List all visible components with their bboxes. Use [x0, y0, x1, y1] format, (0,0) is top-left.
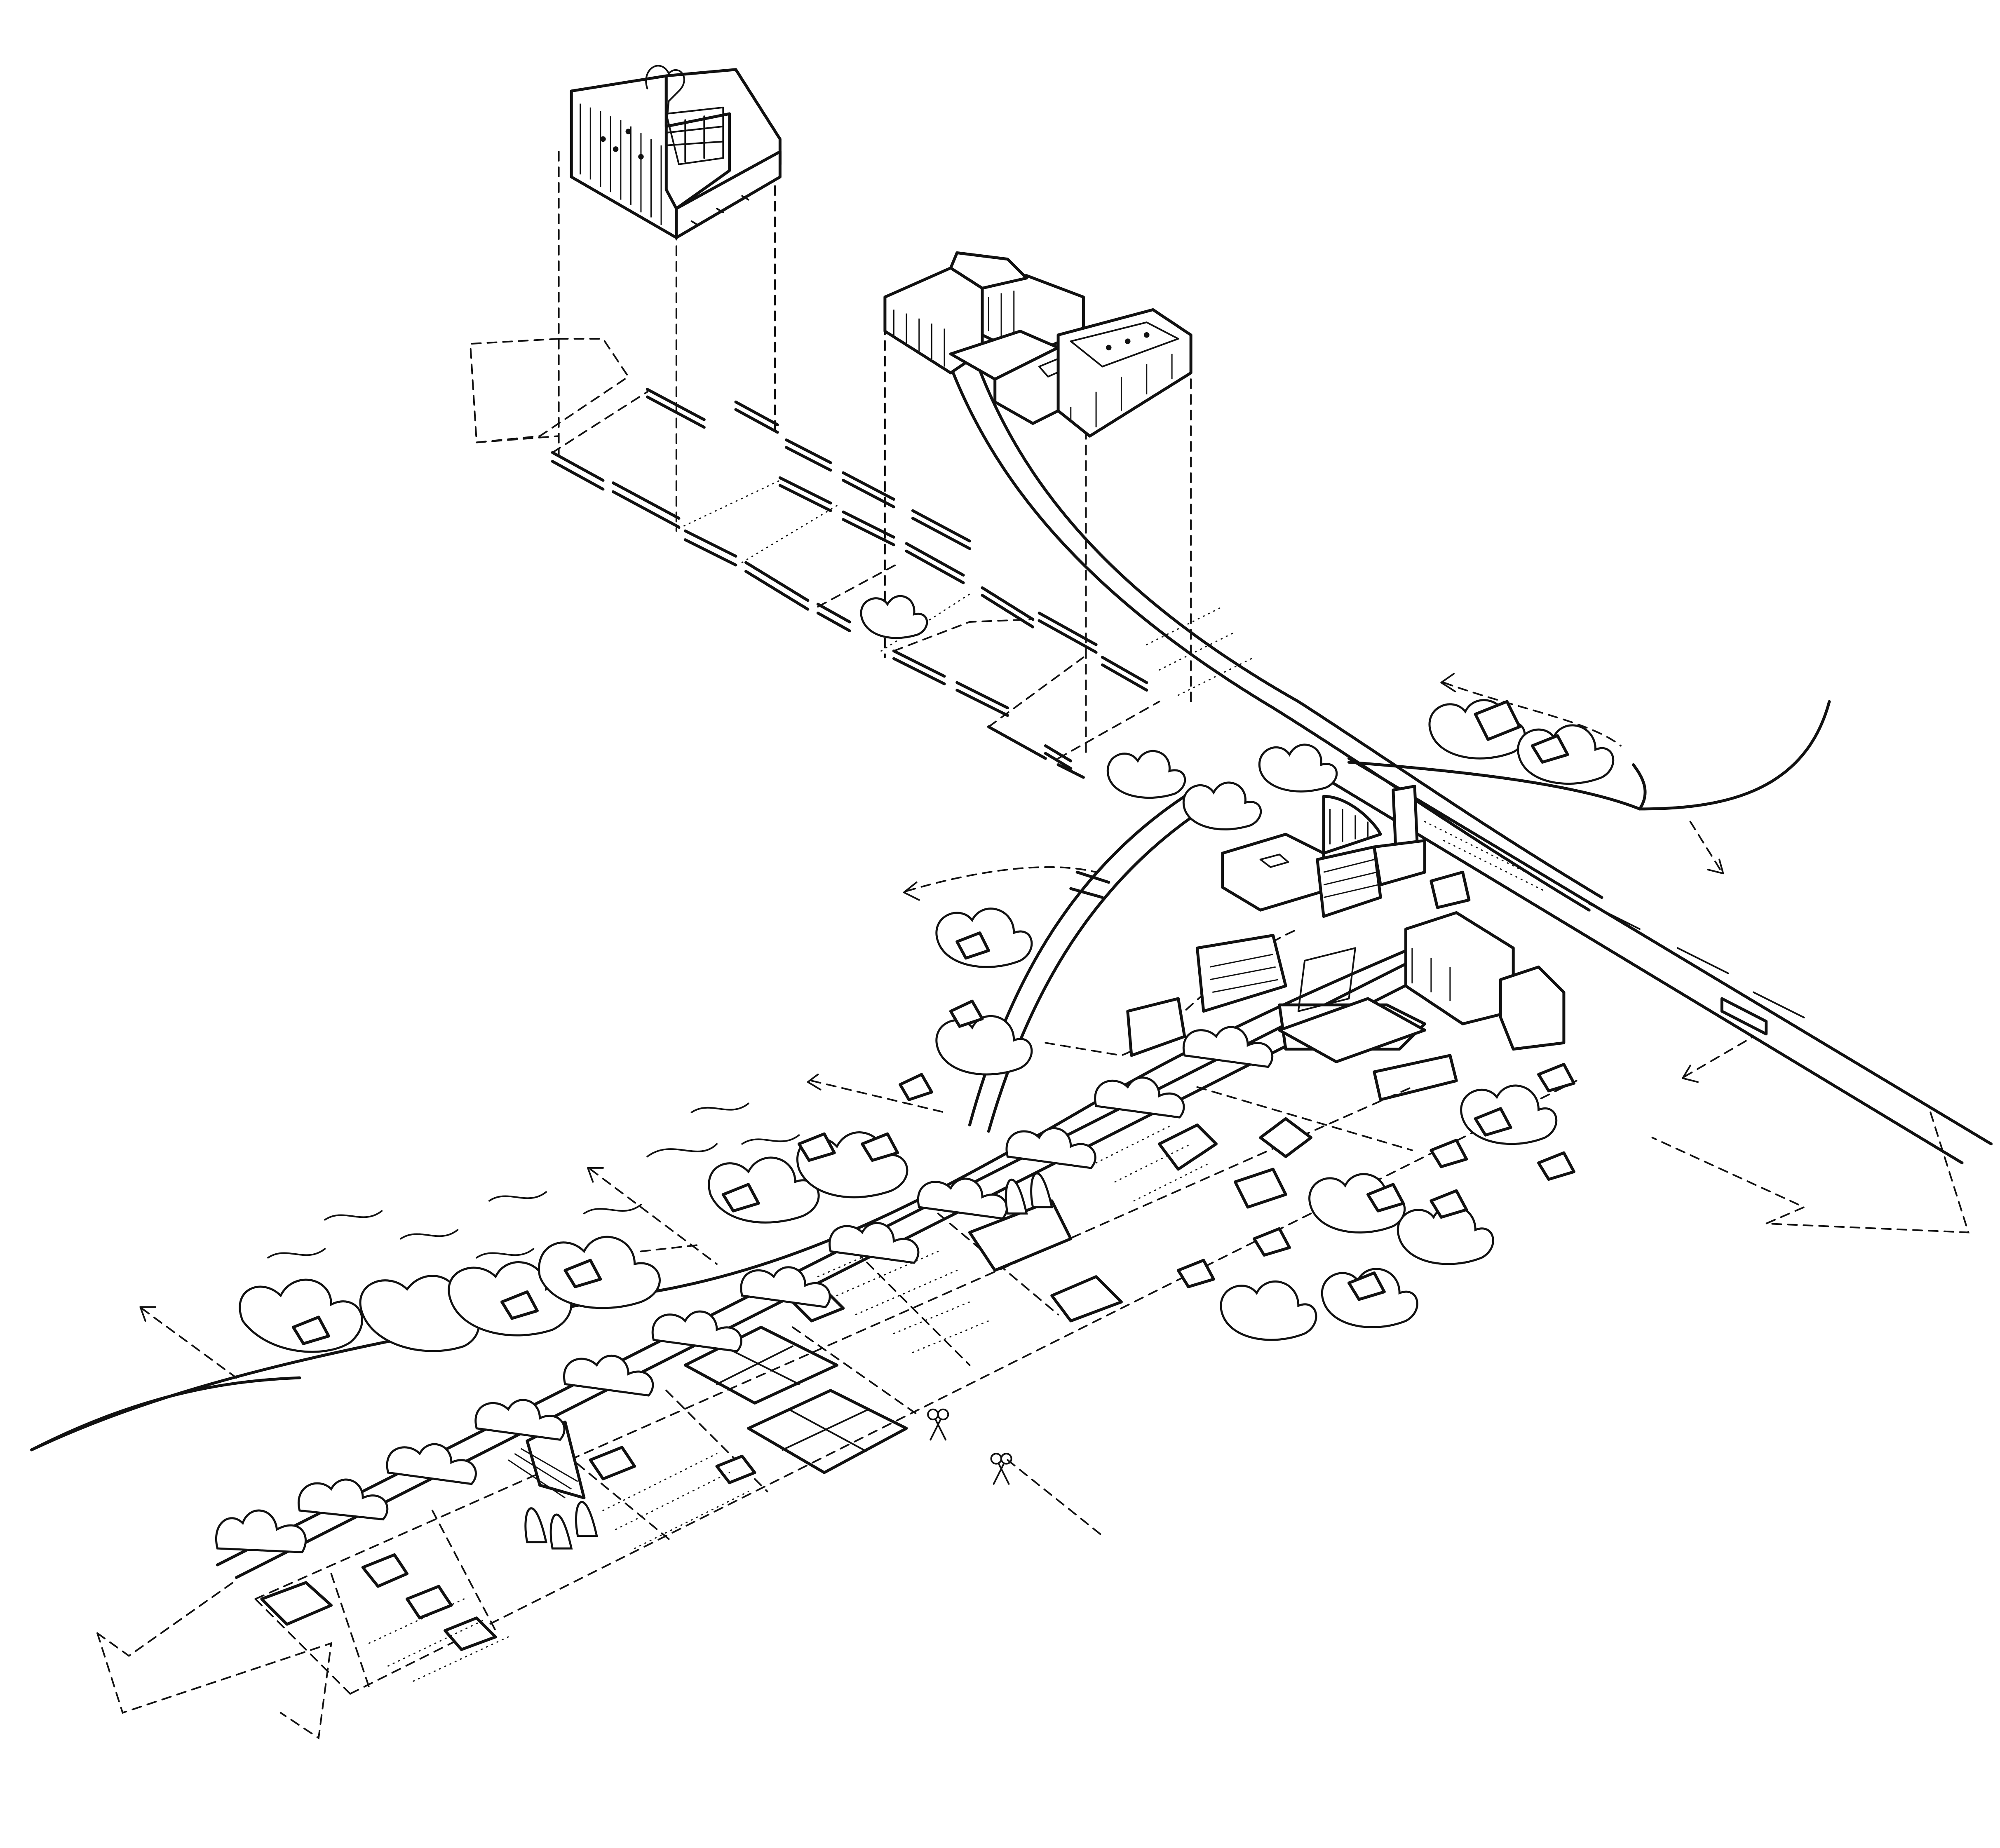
floating-block-courtyard-housing [571, 66, 780, 237]
stipple-textures [369, 607, 1545, 1681]
scissors-icon [928, 1409, 948, 1440]
railway [1324, 758, 1991, 1163]
scissors-icon [991, 1454, 1012, 1484]
field-strip [256, 999, 1577, 1694]
landscape-marks [268, 1104, 799, 1258]
direction-arrows [97, 339, 1968, 1738]
floating-block-towers [885, 253, 1191, 436]
tree-groups [216, 596, 1613, 1552]
upper-plot-grid [552, 139, 1191, 777]
curved-route-to-towers [951, 360, 1602, 910]
scattered-houses [293, 701, 1574, 1344]
river-east [1349, 701, 1829, 809]
road-south-west [32, 1378, 300, 1450]
